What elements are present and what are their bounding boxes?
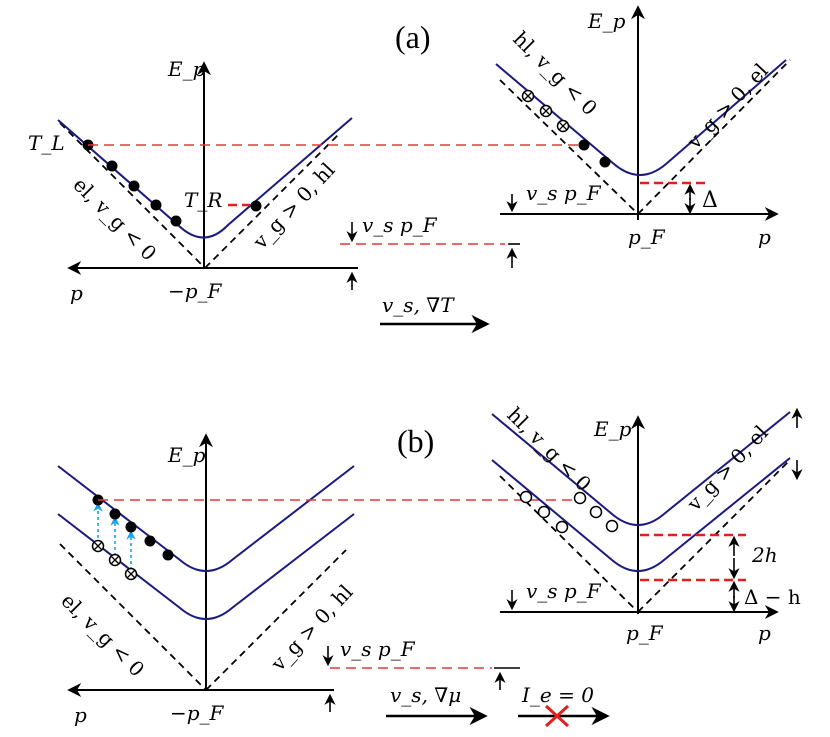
b-left-lower-band bbox=[57, 513, 355, 620]
a-right-energy-label: E_p bbox=[587, 9, 626, 33]
b-left-asymptote-1 bbox=[59, 543, 207, 691]
open-hole-circle bbox=[519, 490, 533, 504]
b-left-p-label: p bbox=[74, 703, 87, 727]
a-right-band bbox=[495, 59, 787, 176]
a-right-asymptote-2 bbox=[637, 59, 791, 215]
filled-electron-dot bbox=[125, 521, 137, 533]
a-left-fermi-label: −p_F bbox=[168, 279, 223, 303]
filled-electron-dot bbox=[578, 139, 590, 151]
a-left-electrons bbox=[82, 139, 262, 227]
crossed-hole-circle bbox=[124, 567, 138, 581]
b-left-fermi-label: −p_F bbox=[170, 701, 225, 725]
a-left-energy-label: E_p bbox=[167, 57, 206, 81]
panel-a: (a) E_p p −p_F T_L T_R el, v_g < 0 v_g >… bbox=[28, 5, 791, 334]
b-right-p-label: p bbox=[758, 621, 771, 645]
a-right-shift-label: v_s p_F bbox=[526, 181, 602, 205]
filled-electron-dot bbox=[144, 535, 156, 547]
b-left-asymptote-2 bbox=[205, 549, 347, 691]
a-right-p-label: p bbox=[758, 225, 771, 249]
a-branch-el-right: v_g > 0, el bbox=[681, 59, 772, 155]
open-hole-circle bbox=[573, 491, 587, 505]
filled-electron-dot bbox=[162, 549, 174, 561]
b-right-holes bbox=[519, 490, 619, 534]
cross-icon bbox=[544, 704, 570, 728]
crossed-hole-circle bbox=[91, 539, 105, 553]
filled-electron-dot bbox=[150, 199, 162, 211]
b-drive-label: v_s, ∇μ bbox=[390, 683, 461, 707]
panel-b-tag: (b) bbox=[397, 423, 434, 459]
a-right-holes bbox=[521, 89, 611, 168]
b-left-energy-label: E_p bbox=[167, 443, 206, 467]
panel-a-tag: (a) bbox=[395, 19, 431, 55]
open-hole-circle bbox=[589, 505, 603, 519]
a-left-p-label: p bbox=[70, 281, 83, 305]
temp-left-label: T_L bbox=[28, 131, 65, 155]
b-right-shift-label: v_s p_F bbox=[526, 579, 602, 603]
b-shift-label: v_s p_F bbox=[340, 637, 416, 661]
a-right-asymptote-1 bbox=[499, 79, 639, 215]
b-splitting-label: 2h bbox=[751, 543, 778, 567]
a-left-asymptote-2 bbox=[204, 132, 341, 269]
b-right-energy-label: E_p bbox=[593, 417, 632, 441]
filled-electron-dot bbox=[128, 180, 140, 192]
b-left-upper-band bbox=[57, 465, 355, 572]
b-branch-el-left: el, v_g < 0 bbox=[56, 589, 149, 682]
crossed-hole-circle bbox=[556, 119, 570, 133]
filled-electron-dot bbox=[170, 215, 182, 227]
temp-right-label: T_R bbox=[184, 188, 222, 212]
a-drive-label: v_s, ∇T bbox=[382, 293, 455, 317]
open-hole-circle bbox=[537, 505, 551, 519]
b-reduced-gap-label: Δ − h bbox=[744, 585, 801, 609]
b-right-lower-band bbox=[491, 457, 791, 572]
crossed-hole-circle bbox=[521, 89, 535, 103]
filled-electron-dot bbox=[250, 200, 262, 212]
a-shift-label: v_s p_F bbox=[362, 213, 438, 237]
a-branch-el-left: el, v_g < 0 bbox=[68, 173, 161, 266]
b-branch-el-right: v_g > 0, el bbox=[681, 421, 772, 517]
a-right-fermi-label: p_F bbox=[628, 225, 666, 249]
crossed-hole-circle bbox=[108, 553, 122, 567]
panel-b: (b) E_p p −p_F bbox=[56, 403, 803, 728]
filled-electron-dot bbox=[599, 156, 611, 168]
a-left-asymptote-1 bbox=[59, 122, 206, 269]
b-right-upper-band bbox=[491, 411, 791, 526]
filled-electron-dot bbox=[106, 160, 118, 172]
a-branch-hl-right: hl, v_g < 0 bbox=[508, 27, 602, 121]
filled-electron-dot bbox=[109, 508, 121, 520]
a-gap-label: Δ bbox=[702, 188, 718, 213]
open-hole-circle bbox=[555, 520, 569, 534]
b-branch-hl-right: hl, v_g < 0 bbox=[502, 403, 596, 497]
b-branch-hl-left: v_g > 0, hl bbox=[265, 580, 357, 676]
b-right-fermi-label: p_F bbox=[626, 621, 664, 645]
b-transitions bbox=[93, 502, 136, 570]
b-right-asymptote-1 bbox=[499, 475, 639, 613]
open-hole-circle bbox=[605, 519, 619, 533]
b-left-holes bbox=[91, 539, 138, 581]
crossed-hole-circle bbox=[539, 104, 553, 118]
b-current-label: I_e = 0 bbox=[521, 683, 594, 707]
